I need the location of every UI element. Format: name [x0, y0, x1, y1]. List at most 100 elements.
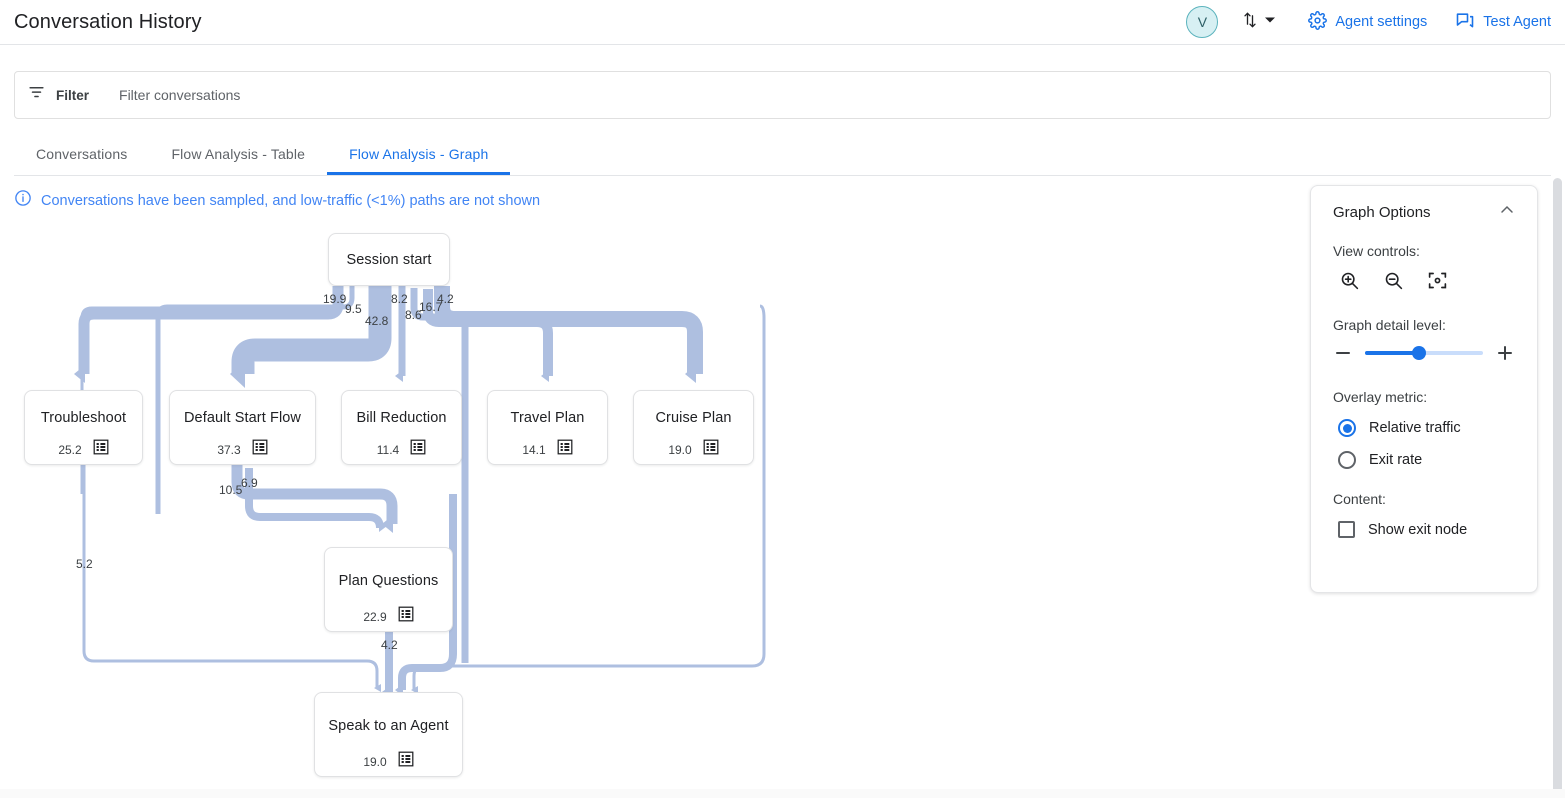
slider-thumb[interactable]: [1412, 346, 1427, 360]
edge-label: 9.5: [345, 302, 362, 316]
zoom-out-icon[interactable]: [1382, 269, 1404, 291]
node-travel-plan[interactable]: Travel Plan 14.1: [487, 390, 608, 465]
node-value: 22.9: [363, 609, 387, 624]
radio-button[interactable]: [1338, 451, 1356, 469]
node-value: 14.1: [522, 442, 546, 457]
avatar[interactable]: V: [1186, 6, 1219, 38]
node-label: Plan Questions: [338, 573, 439, 589]
radio-label: Exit rate: [1369, 452, 1423, 468]
tab-flow-analysis-table[interactable]: Flow Analysis - Table: [171, 146, 306, 162]
list-icon[interactable]: [703, 439, 719, 460]
view-controls: [1333, 269, 1515, 291]
tab-flow-analysis-graph[interactable]: Flow Analysis - Graph: [327, 133, 511, 175]
node-label: Default Start Flow: [183, 410, 302, 426]
node-metrics: 19.0: [668, 439, 719, 460]
header-actions: V Agent: [1186, 6, 1565, 38]
chevron-up-icon[interactable]: [1499, 202, 1515, 223]
bottom-strip: [0, 789, 1565, 798]
fit-to-screen-icon[interactable]: [1426, 269, 1448, 291]
edge-label: 5.2: [76, 557, 93, 571]
chevron-down-icon: [1264, 13, 1276, 31]
page-title: Conversation History: [14, 10, 202, 33]
info-icon: [14, 189, 32, 212]
list-icon[interactable]: [398, 606, 414, 627]
zoom-in-icon[interactable]: [1338, 269, 1360, 291]
view-controls-label: View controls:: [1333, 243, 1420, 259]
flow-graph-edges: [74, 286, 766, 698]
test-agent-label: Test Agent: [1483, 14, 1551, 30]
checkbox-label: Show exit node: [1368, 521, 1468, 538]
edge-label: 10.5: [219, 483, 243, 497]
tab-bar: Conversations Flow Analysis - Table Flow…: [14, 133, 1551, 176]
node-label: Cruise Plan: [655, 410, 732, 426]
app-header: Conversation History V: [0, 0, 1565, 45]
flow-graph-canvas[interactable]: Session start Troubleshoot 25.2: [0, 176, 1540, 798]
list-icon[interactable]: [252, 439, 268, 460]
radio-button[interactable]: [1338, 419, 1356, 437]
node-troubleshoot[interactable]: Troubleshoot 25.2: [24, 390, 143, 465]
filter-icon[interactable]: [27, 83, 46, 107]
node-metrics: 25.2: [58, 439, 109, 460]
vertical-scrollbar[interactable]: [1553, 178, 1562, 794]
node-metrics: 22.9: [363, 606, 414, 627]
graph-options-title: Graph Options: [1333, 204, 1431, 221]
agent-settings-label: Agent settings: [1335, 14, 1428, 30]
node-value: 19.0: [363, 754, 387, 769]
node-label: Session start: [346, 251, 432, 268]
edge-label: 4.2: [381, 638, 398, 652]
edge-label: 16.7: [419, 300, 443, 314]
node-metrics: 19.0: [363, 751, 414, 772]
checkbox-show-exit-node[interactable]: Show exit node: [1333, 521, 1515, 538]
checkbox[interactable]: [1338, 521, 1355, 538]
node-metrics: 14.1: [522, 439, 573, 460]
edge-label: 4.2: [437, 292, 454, 306]
sampling-banner: Conversations have been sampled, and low…: [14, 189, 540, 212]
node-bill-reduction[interactable]: Bill Reduction 11.4: [341, 390, 462, 465]
content-label: Content:: [1333, 491, 1386, 507]
agent-settings-button[interactable]: Agent settings: [1308, 10, 1428, 34]
node-plan-questions[interactable]: Plan Questions 22.9: [324, 547, 453, 632]
graph-options-header[interactable]: Graph Options: [1333, 202, 1515, 223]
node-metrics: 37.3: [217, 439, 268, 460]
list-icon[interactable]: [93, 439, 109, 460]
edge-label: 8.2: [391, 292, 408, 306]
node-label: Troubleshoot: [40, 410, 127, 426]
banner-text: Conversations have been sampled, and low…: [41, 192, 541, 209]
graph-options-panel: Graph Options View controls:: [1310, 185, 1538, 593]
test-agent-button[interactable]: Test Agent: [1455, 10, 1551, 34]
node-value: 37.3: [217, 442, 241, 457]
list-icon[interactable]: [410, 439, 426, 460]
edge-label: 19.9: [323, 292, 347, 306]
tab-conversations[interactable]: Conversations: [36, 146, 128, 162]
filter-label: Filter: [56, 87, 90, 103]
overlay-metric-label: Overlay metric:: [1333, 389, 1428, 405]
slider-fill: [1365, 351, 1420, 355]
graph-detail-slider[interactable]: [1365, 346, 1483, 360]
node-value: 25.2: [58, 442, 82, 457]
radio-exit-rate[interactable]: Exit rate: [1333, 451, 1515, 469]
node-label: Bill Reduction: [356, 410, 447, 426]
list-icon[interactable]: [398, 751, 414, 772]
node-cruise-plan[interactable]: Cruise Plan 19.0: [633, 390, 754, 465]
radio-relative-traffic[interactable]: Relative traffic: [1333, 419, 1515, 437]
minus-icon[interactable]: [1333, 343, 1353, 363]
node-session-start[interactable]: Session start: [328, 233, 450, 286]
node-speak-to-an-agent[interactable]: Speak to an Agent 19.0: [314, 692, 463, 777]
list-icon[interactable]: [557, 439, 573, 460]
edge-label: 6.9: [241, 476, 258, 490]
node-label: Travel Plan: [510, 410, 585, 426]
filter-input[interactable]: [117, 86, 418, 104]
chat-bubble-icon: [1455, 10, 1475, 34]
plus-icon[interactable]: [1495, 343, 1515, 363]
radio-label: Relative traffic: [1369, 420, 1461, 436]
filter-bar: Filter: [14, 71, 1551, 119]
edge-label: 8.6: [405, 308, 422, 322]
sort-arrows-icon: [1240, 10, 1260, 35]
node-value: 19.0: [668, 442, 692, 457]
sort-control[interactable]: [1240, 10, 1276, 35]
node-default-start-flow[interactable]: Default Start Flow 37.3: [169, 390, 316, 465]
graph-detail-slider-row: [1333, 343, 1515, 363]
node-label: Speak to an Agent: [328, 718, 449, 734]
graph-detail-label: Graph detail level:: [1333, 317, 1446, 333]
